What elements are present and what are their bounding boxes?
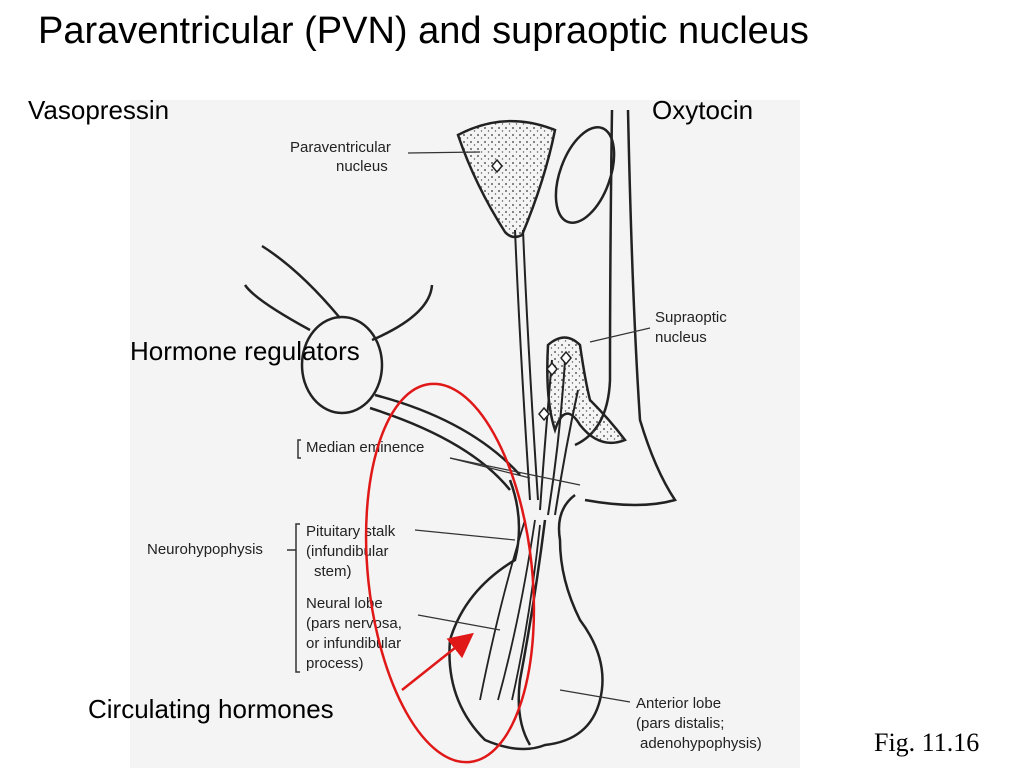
red-highlight-ellipse (364, 382, 536, 764)
label-neural-2: (pars nervosa, (306, 615, 402, 632)
label-vasopressin: Vasopressin (28, 95, 170, 125)
label-neurohypophysis: Neurohypophysis (147, 541, 263, 558)
label-supraoptic: Supraoptic (655, 309, 727, 326)
red-arrow (401, 632, 474, 691)
label-anterior-2: (pars distalis; (636, 715, 724, 732)
figure-number: Fig. 11.16 (874, 728, 980, 757)
label-stalk-1: Pituitary stalk (306, 523, 396, 540)
label-median-eminence: Median eminence (306, 439, 424, 456)
pituitary-outline (448, 479, 604, 751)
label-hormone-regulators: Hormone regulators (130, 336, 360, 366)
label-neural-1: Neural lobe (306, 595, 383, 612)
label-neural-4: process) (306, 655, 364, 672)
label-neural-3: or infundibular (306, 635, 401, 652)
label-oxytocin: Oxytocin (652, 95, 754, 125)
label-paraventricular-2: nucleus (336, 158, 388, 175)
label-anterior-3: adenohypophysis) (640, 735, 762, 752)
label-paraventricular: Paraventricular (290, 139, 391, 156)
slide-title: Paraventricular (PVN) and supraoptic nuc… (38, 10, 809, 52)
label-stalk-3: stem) (314, 563, 352, 580)
label-supraoptic-2: nucleus (655, 329, 707, 346)
label-stalk-2: (infundibular (306, 543, 389, 560)
regulator-cell-shape (300, 315, 384, 415)
optic-chiasm-shape (554, 125, 616, 225)
label-circulating-hormones: Circulating hormones (88, 694, 334, 724)
paraventricular-nucleus-shape (456, 119, 557, 239)
label-anterior-1: Anterior lobe (636, 695, 721, 712)
ventricle-wall-outer (584, 109, 677, 507)
